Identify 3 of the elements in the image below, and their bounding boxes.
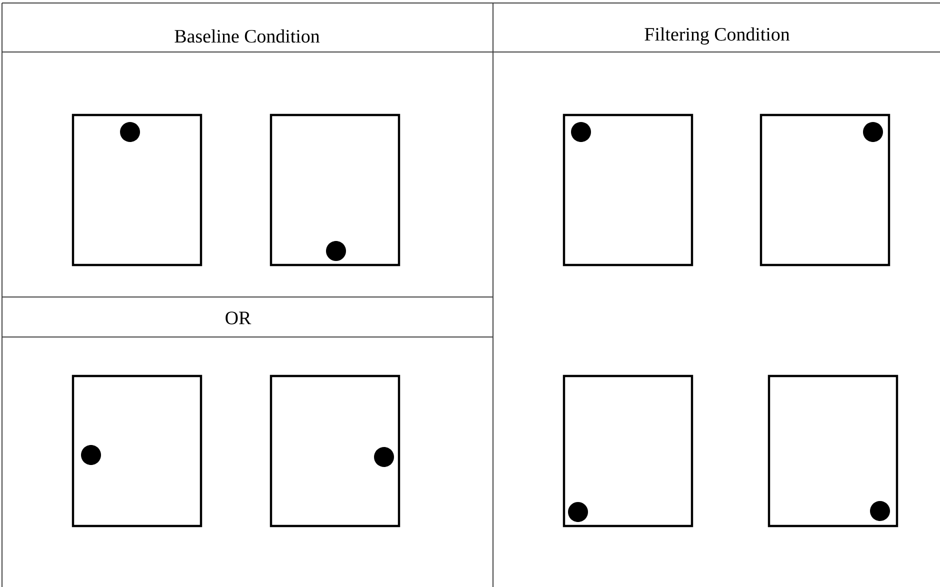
header-text: Baseline Condition xyxy=(174,29,320,43)
header-text: OR xyxy=(226,312,252,324)
header-text: Filtering Condition xyxy=(644,27,790,45)
